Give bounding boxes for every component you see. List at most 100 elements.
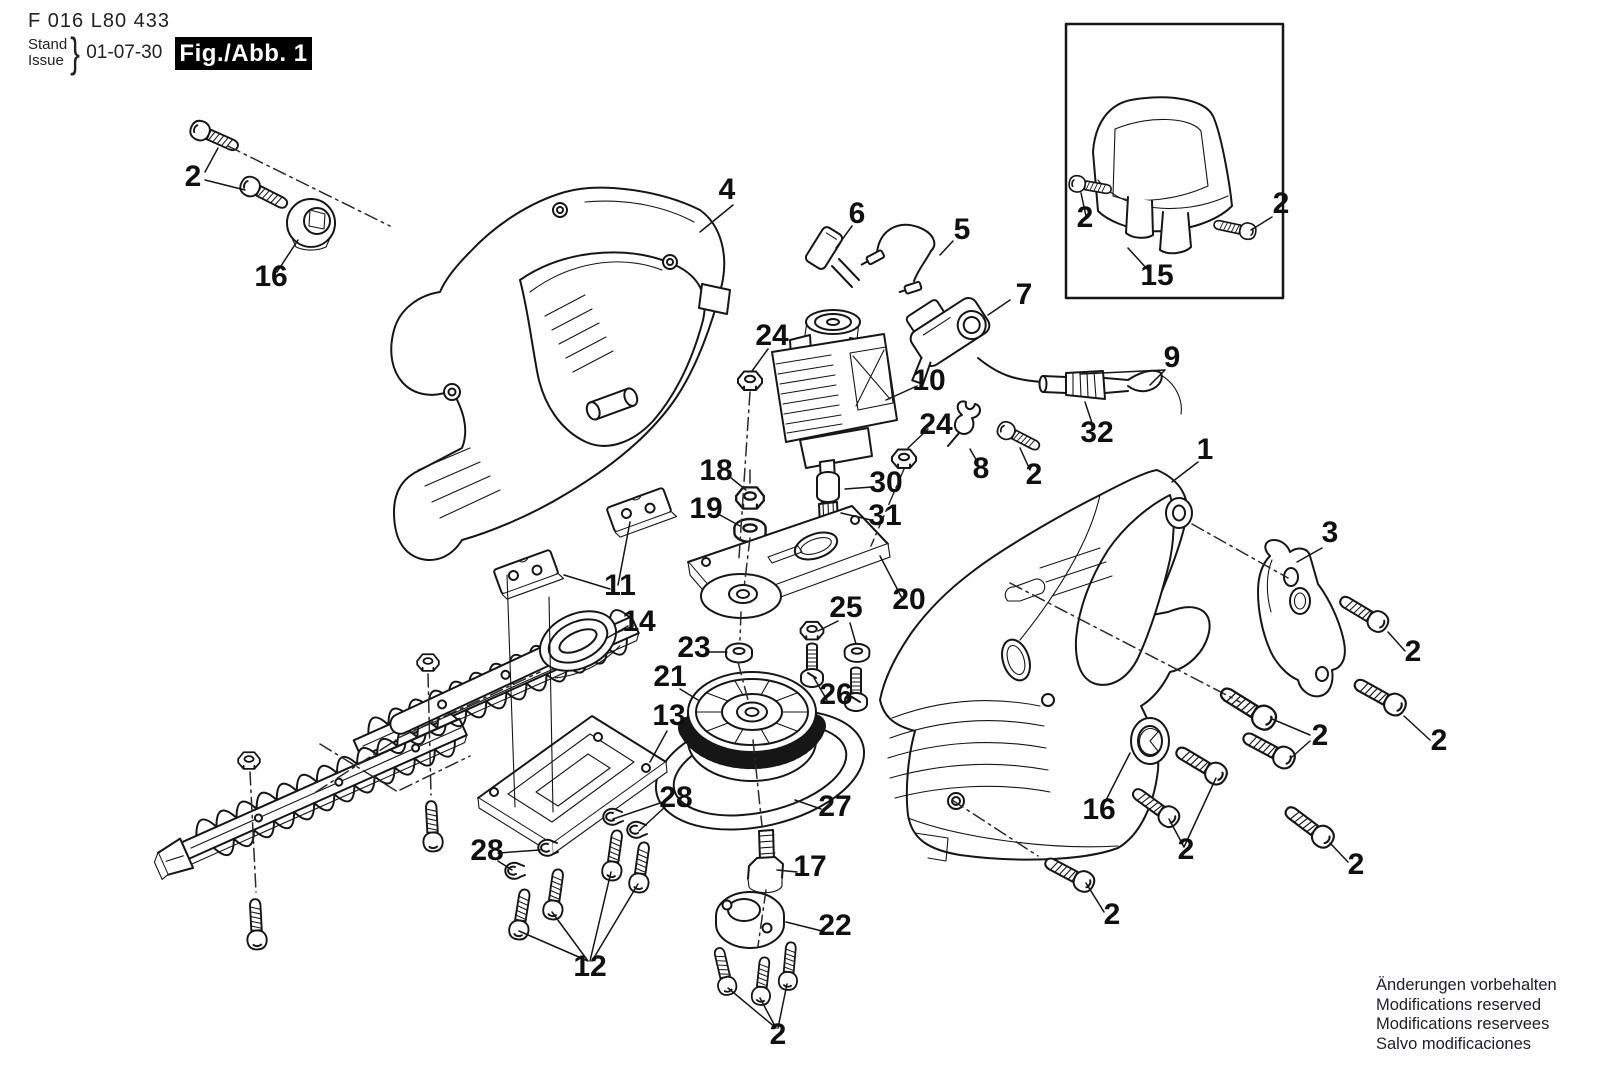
callout-4: 4 xyxy=(719,173,736,206)
callout-15: 15 xyxy=(1140,259,1173,292)
document-code: F 016 L80 433 xyxy=(28,10,170,32)
callout-11: 11 xyxy=(604,569,636,602)
part-10-motor xyxy=(771,309,898,529)
part-1-lower-housing xyxy=(879,469,1211,862)
notice-line-es: Salvo modificaciones xyxy=(1376,1034,1531,1053)
nut-18 xyxy=(735,486,765,510)
issue-date: 01-07-30 xyxy=(86,42,163,63)
screw-12-c xyxy=(600,828,629,883)
callout-30: 30 xyxy=(869,466,902,499)
issue-label: Issue xyxy=(28,52,64,69)
callout-1: 1 xyxy=(1197,433,1214,466)
inset-box xyxy=(1064,22,1285,300)
part-16-knob xyxy=(286,198,336,251)
callout-14: 14 xyxy=(622,605,656,638)
callout-18: 18 xyxy=(699,454,732,487)
title-block: F 016 L80 433 Stand Issue } 01-07-30 xyxy=(28,10,170,76)
callout-3: 3 xyxy=(1322,516,1339,549)
part-14-blade-holder xyxy=(389,610,621,737)
screw-2-bottom-a xyxy=(708,945,740,998)
nut-blade-upper xyxy=(416,653,440,672)
callout-2: 2 xyxy=(1026,458,1043,491)
clip-28-d xyxy=(626,820,648,839)
screw-12-d xyxy=(627,840,656,895)
part-3-bracket xyxy=(1257,539,1346,698)
screw-12-b xyxy=(541,867,570,922)
screw-2-bottom-c xyxy=(777,940,802,992)
part-22-flange xyxy=(715,891,785,949)
callout-24: 24 xyxy=(919,408,953,441)
part-11-spacer-plates xyxy=(493,487,678,600)
callout-32: 32 xyxy=(1080,416,1113,449)
callout-25: 25 xyxy=(829,591,862,624)
washer-23 xyxy=(725,642,753,664)
part-20-gear-plate xyxy=(687,505,891,619)
callout-24: 24 xyxy=(755,319,789,352)
bolt-blade-lower xyxy=(244,897,269,951)
screw-2-right-d xyxy=(1238,725,1300,773)
callout-2: 2 xyxy=(1312,719,1329,752)
callout-2: 2 xyxy=(1178,833,1195,866)
notice-line-fr: Modifications reservees xyxy=(1376,1015,1550,1033)
part-30-bearing xyxy=(816,471,840,503)
callout-19: 19 xyxy=(689,492,722,525)
callout-5: 5 xyxy=(954,213,971,246)
callout-27: 27 xyxy=(818,790,851,823)
screw-2-right-e xyxy=(1170,740,1232,790)
brace-glyph: } xyxy=(70,29,81,76)
callout-8: 8 xyxy=(973,452,990,485)
callout-20: 20 xyxy=(892,583,925,616)
nut-blade-lower xyxy=(237,751,261,770)
part-blade-bar-lower xyxy=(153,706,473,881)
screw-2-topleft-b xyxy=(236,172,292,215)
callout-26: 26 xyxy=(819,678,852,711)
callout-6: 6 xyxy=(849,197,866,230)
part-13-guide-plate xyxy=(477,715,668,855)
callout-21: 21 xyxy=(653,660,686,693)
callout-9: 9 xyxy=(1164,341,1181,374)
notice-line-en: Modifications reserved xyxy=(1376,995,1542,1014)
callout-10: 10 xyxy=(912,364,945,397)
callout-2: 2 xyxy=(1273,187,1290,220)
part-16-cap xyxy=(1130,717,1170,765)
notice-line-de: Änderungen vorbehalten xyxy=(1376,976,1557,994)
part-21-pulley xyxy=(678,671,826,782)
screw-2-bottom-b xyxy=(749,955,775,1007)
callout-2: 2 xyxy=(1405,635,1422,668)
screw-2-near-clip xyxy=(993,418,1044,456)
part-7-switch xyxy=(905,296,991,386)
callout-13: 13 xyxy=(652,699,685,732)
screw-12-a xyxy=(506,887,536,942)
screw-2-topleft-a xyxy=(186,116,243,157)
callout-2: 2 xyxy=(1431,724,1448,757)
stand-label: Stand xyxy=(28,36,68,53)
screw-2-right-g xyxy=(1279,799,1339,853)
callout-31: 31 xyxy=(868,499,901,532)
assembly-axis-lines xyxy=(227,145,1289,947)
part-32-grommet xyxy=(1065,370,1106,400)
callout-16: 16 xyxy=(1082,793,1115,826)
callout-28: 28 xyxy=(470,834,503,867)
washer-25 xyxy=(843,642,871,663)
nut-24-left xyxy=(737,370,763,391)
callout-2: 2 xyxy=(1348,848,1365,881)
part-9-power-cable xyxy=(977,357,1182,415)
callout-2: 2 xyxy=(185,160,202,193)
screw-2-right-b xyxy=(1349,672,1411,720)
part-15-hand-guard xyxy=(1092,96,1233,255)
callout-2: 2 xyxy=(770,1018,787,1051)
callout-23: 23 xyxy=(677,631,710,664)
part-5-jumper-wire xyxy=(860,223,936,295)
leader-lines xyxy=(204,147,1431,1029)
screw-2-right-c xyxy=(1214,680,1282,735)
issue-row: Stand Issue } 01-07-30 xyxy=(28,29,170,76)
part-8-clip xyxy=(947,400,981,447)
callout-17: 17 xyxy=(793,850,826,883)
callout-16: 16 xyxy=(254,260,287,293)
screw-2-right-a xyxy=(1334,589,1393,637)
part-4-upper-housing xyxy=(390,186,731,561)
callout-28: 28 xyxy=(659,781,692,814)
